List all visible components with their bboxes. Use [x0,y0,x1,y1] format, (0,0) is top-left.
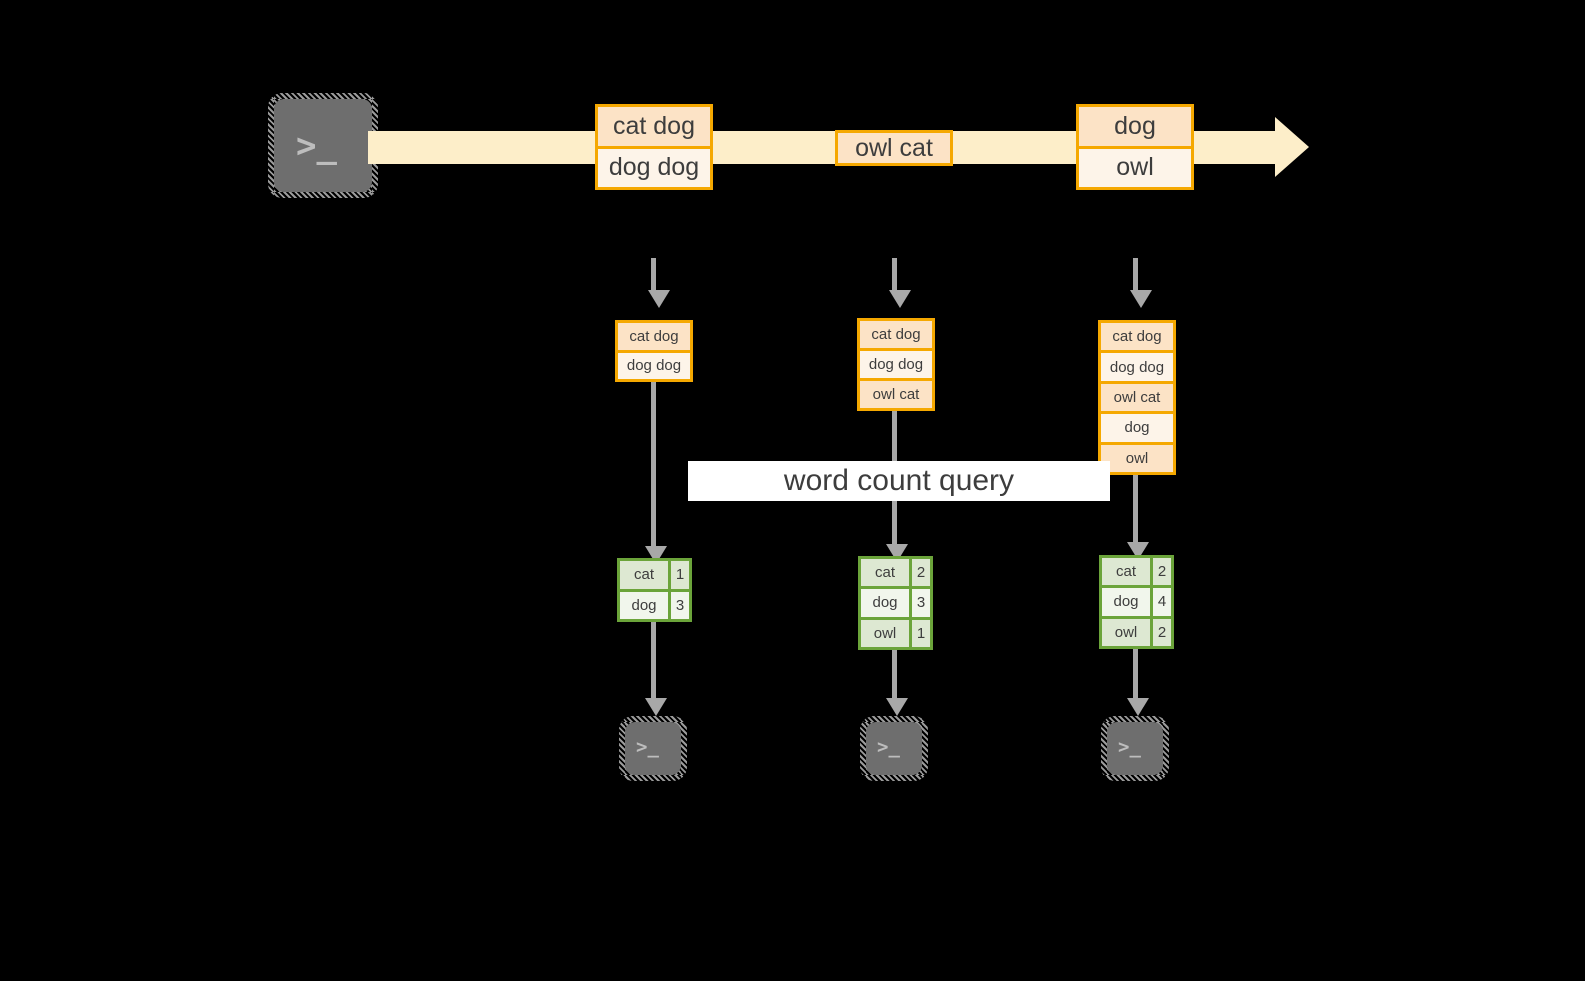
result-word: dog [861,589,909,617]
result-count: 2 [1150,558,1171,586]
stream-event-line: owl cat [838,133,950,163]
result-count: 2 [909,559,930,587]
sink-terminal-icon-1: >_ [619,716,687,781]
query-connector-1 [651,382,656,550]
snapshot-input-box-1: cat dog dog dog [615,320,693,382]
query-label: word count query [688,461,1110,501]
sink-connector-1 [651,622,656,700]
stream-event-box-2: owl cat [835,130,953,166]
snapshot-input-line: cat dog [860,321,932,348]
result-row: dog 3 [620,588,689,619]
result-table-1: cat 1 dog 3 [617,558,692,622]
sink-connector-arrowhead-2 [886,698,908,716]
sink-connector-3 [1133,649,1138,700]
query-connector-3 [1133,475,1138,545]
result-word: cat [1102,558,1150,586]
terminal-prompt-glyph: >_ [1118,736,1141,758]
stream-tap-arrowhead-3 [1130,290,1152,308]
sink-connector-2 [892,650,897,700]
snapshot-input-line: cat dog [618,323,690,350]
snapshot-input-line: dog dog [618,349,690,379]
snapshot-input-line: owl cat [860,378,932,408]
result-count: 1 [909,619,930,647]
stream-event-line: dog dog [598,145,710,187]
snapshot-input-line: owl [1101,441,1173,473]
terminal-prompt-glyph: >_ [296,126,337,166]
result-count: 4 [1150,588,1171,616]
stream-tap-dash-2 [892,258,897,291]
stream-event-line: dog [1079,107,1191,146]
sink-connector-arrowhead-1 [645,698,667,716]
result-row: owl 2 [1102,615,1171,646]
result-word: dog [1102,588,1150,616]
snapshot-input-line: owl cat [1101,380,1173,412]
result-count: 3 [909,589,930,617]
snapshot-input-line: dog [1101,411,1173,442]
stream-event-line: cat dog [598,107,710,146]
snapshot-input-box-3: cat dog dog dog owl cat dog owl [1098,320,1176,475]
snapshot-input-line: cat dog [1101,323,1173,351]
sink-connector-arrowhead-3 [1127,698,1149,716]
result-word: cat [861,559,909,587]
sink-terminal-icon-3: >_ [1101,716,1169,781]
result-row: cat 1 [620,561,689,589]
result-word: cat [620,561,668,589]
stream-tap-dash-3 [1133,258,1138,291]
snapshot-input-line: dog dog [1101,350,1173,381]
result-row: dog 4 [1102,585,1171,616]
result-table-2: cat 2 dog 3 owl 1 [858,556,933,650]
source-terminal-icon: >_ [268,93,378,198]
result-row: cat 2 [861,559,930,587]
result-count: 3 [668,591,689,619]
result-row: dog 3 [861,586,930,617]
result-count: 2 [1150,618,1171,646]
terminal-screen [274,99,372,192]
result-table-3: cat 2 dog 4 owl 2 [1099,555,1174,649]
terminal-screen [866,722,922,775]
sink-terminal-icon-2: >_ [860,716,928,781]
result-row: owl 1 [861,616,930,647]
result-row: cat 2 [1102,558,1171,586]
snapshot-input-line: dog dog [860,348,932,378]
terminal-prompt-glyph: >_ [636,736,659,758]
result-word: dog [620,591,668,619]
terminal-screen [1107,722,1163,775]
stream-tap-arrowhead-2 [889,290,911,308]
stream-event-box-1: cat dog dog dog [595,104,713,190]
stream-tap-arrowhead-1 [648,290,670,308]
terminal-prompt-glyph: >_ [877,736,900,758]
event-stream-arrowhead [1275,117,1309,177]
stream-tap-dash-1 [651,258,656,291]
result-word: owl [861,619,909,647]
result-word: owl [1102,618,1150,646]
stream-event-box-3: dog owl [1076,104,1194,190]
terminal-screen [625,722,681,775]
snapshot-input-box-2: cat dog dog dog owl cat [857,318,935,411]
stream-event-line: owl [1079,145,1191,187]
result-count: 1 [668,561,689,589]
